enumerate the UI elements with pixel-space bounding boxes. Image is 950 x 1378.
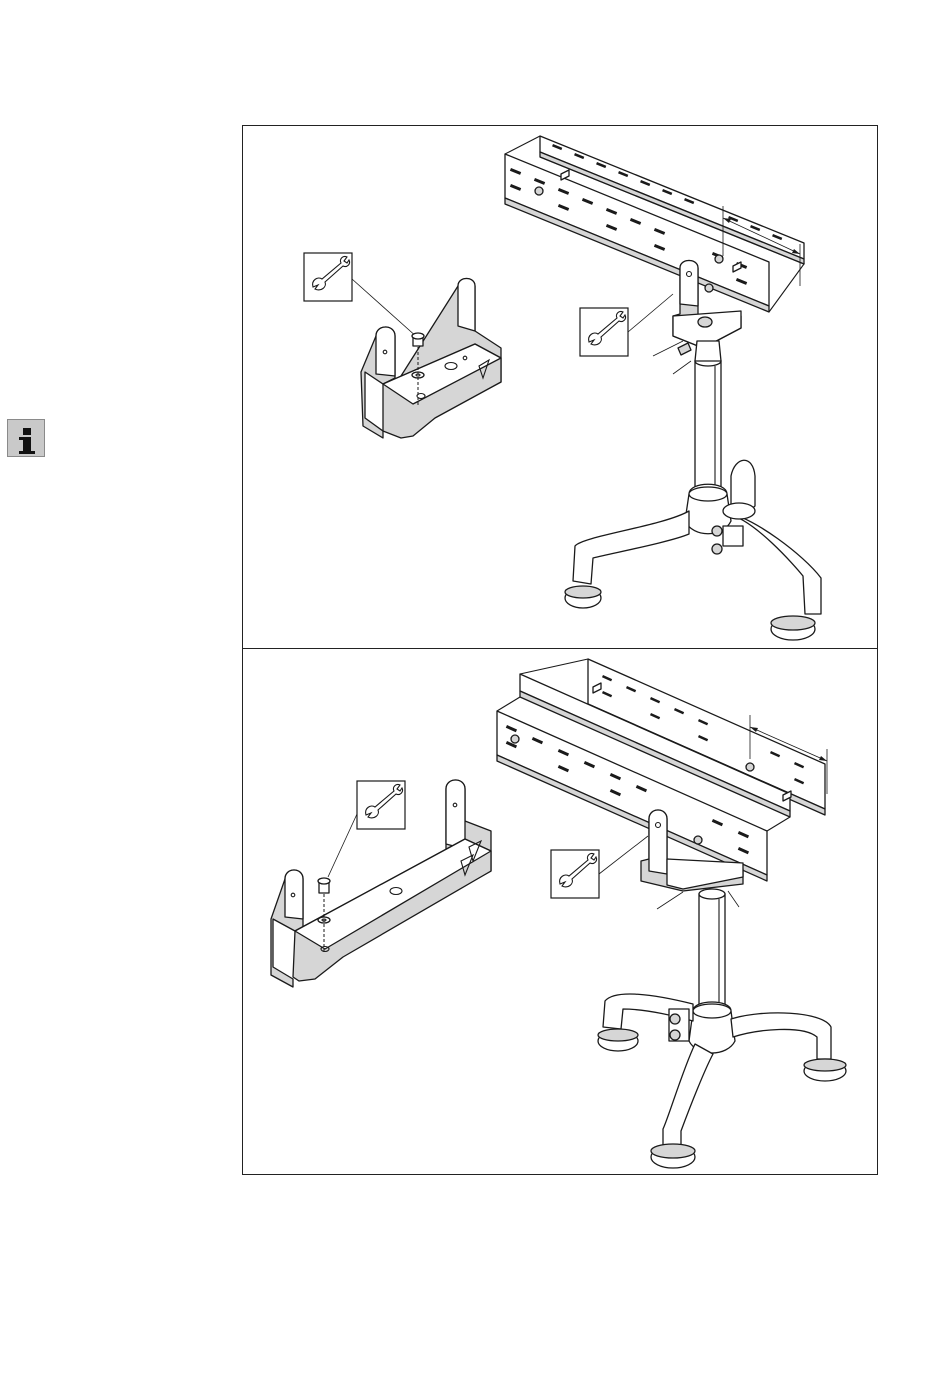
- assembly-drawing-top: [243, 126, 878, 649]
- assembly-drawing-bottom: [243, 649, 878, 1175]
- info-glyph: [8, 420, 46, 458]
- assembly-figure-bottom: [242, 648, 878, 1175]
- roller-conveyor-rail: [505, 136, 804, 312]
- wrench-icon: [580, 308, 628, 356]
- info-icon: [7, 419, 45, 457]
- mounting-bracket-narrow: [361, 279, 501, 439]
- assembly-figure-top: [242, 125, 878, 649]
- stand-column: [695, 341, 721, 494]
- wrench-icon: [357, 781, 405, 829]
- stand-column: [699, 889, 725, 1011]
- wrench-icon: [551, 850, 599, 898]
- stand-base: [565, 460, 821, 640]
- stand-base: [598, 994, 846, 1168]
- wrench-icon: [304, 253, 352, 301]
